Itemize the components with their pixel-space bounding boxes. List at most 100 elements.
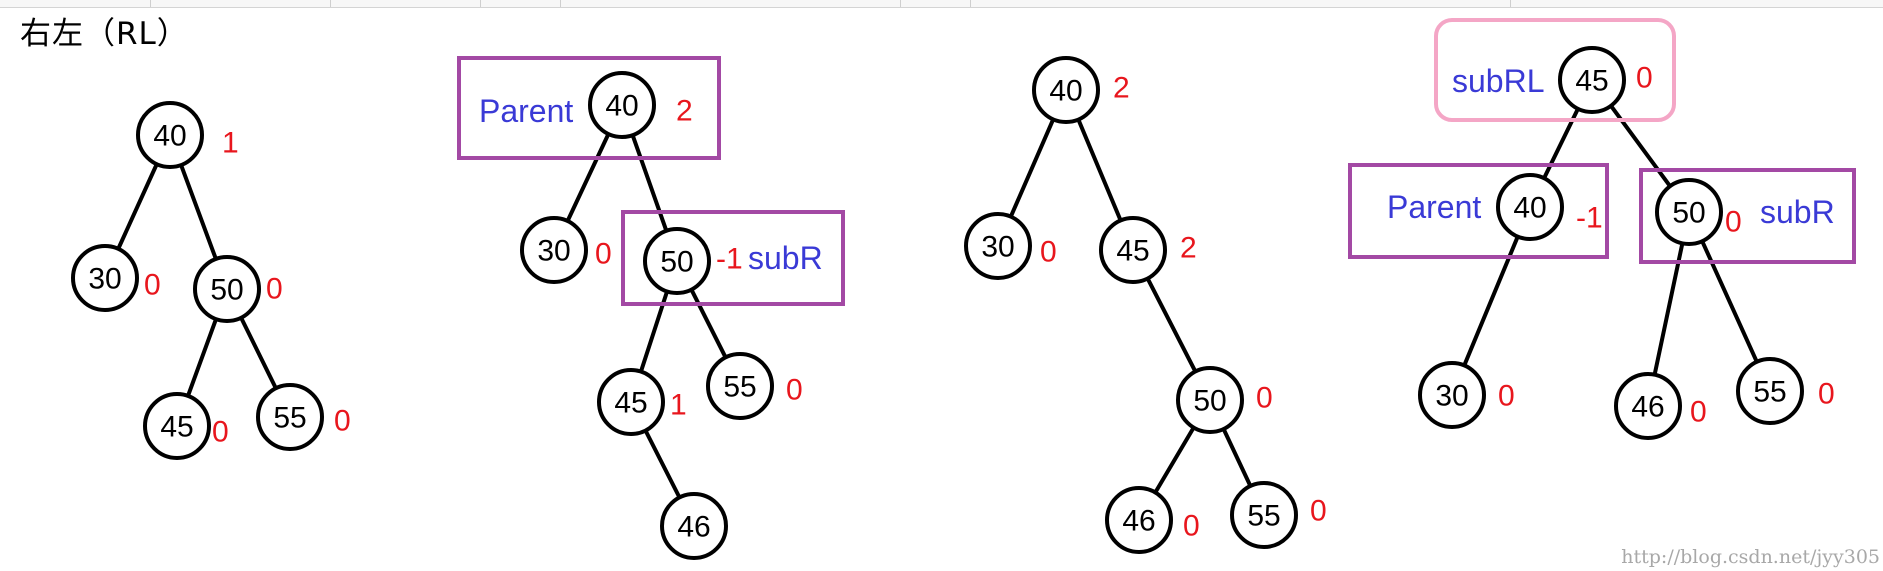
node-key: 55 [273, 402, 306, 435]
node-circle [1099, 216, 1167, 284]
tree-node: 55 0 [1230, 481, 1327, 549]
node-circle [71, 244, 139, 312]
tree-node: 50 0 [1176, 366, 1273, 434]
node-key: 46 [1122, 505, 1155, 538]
node-circle [1614, 372, 1682, 440]
balance-factor: 1 [670, 389, 687, 422]
tree-edge [565, 131, 611, 224]
node-circle [193, 255, 261, 323]
tree-node: 46 [660, 492, 728, 560]
highlight-box-subrl [1434, 18, 1676, 122]
tree-node: 30 0 [1418, 361, 1515, 429]
node-circle [1418, 361, 1486, 429]
node-circle [143, 392, 211, 460]
node-key: 30 [981, 231, 1014, 264]
node-key: 50 [210, 274, 243, 307]
toolbar-divider [900, 0, 901, 7]
tree-node: 50 0 [193, 255, 283, 323]
node-key: 30 [537, 235, 570, 268]
balance-factor: 0 [212, 416, 229, 449]
tree-edge [1076, 117, 1123, 223]
highlight-box-parent [457, 56, 721, 160]
balance-factor: 0 [1498, 380, 1515, 413]
node-key: 46 [677, 511, 710, 544]
highlight-box-subr [621, 210, 845, 306]
node-circle [964, 212, 1032, 280]
balance-factor: 0 [266, 273, 283, 306]
balance-factor: 0 [1310, 495, 1327, 528]
node-circle [1032, 56, 1100, 124]
tree-edge [689, 287, 728, 360]
box-label-subr: subR [748, 240, 823, 276]
node-circle [597, 368, 665, 436]
toolbar-divider [560, 0, 561, 7]
balance-factor: 0 [786, 374, 803, 407]
tree-edge [630, 133, 669, 233]
tree-edge [1008, 117, 1056, 219]
node-key: 50 [1672, 197, 1705, 230]
tree-node: 45 1 [597, 368, 687, 436]
tree-node: 40-1 [1496, 173, 1603, 241]
balance-factor: 0 [1818, 378, 1835, 411]
tree-node: 50 -1 [643, 227, 743, 295]
node-key: 45 [1116, 235, 1149, 268]
node-circle [643, 227, 711, 295]
balance-factor: -1 [716, 243, 743, 276]
node-key: 55 [723, 371, 756, 404]
node-circle [706, 352, 774, 420]
tree-edge [1700, 239, 1759, 364]
balance-factor: 2 [1113, 72, 1130, 105]
top-toolbar-strip [0, 0, 1883, 8]
tree-node: 45 0 [143, 392, 229, 460]
tree-node: 30 0 [520, 216, 612, 284]
node-key: 50 [1193, 385, 1226, 418]
balance-factor: 0 [595, 238, 612, 271]
tree-node: 55 0 [1736, 357, 1835, 425]
node-key: 45 [614, 387, 647, 420]
node-key: 55 [1753, 376, 1786, 409]
tree-edge [239, 315, 278, 391]
node-key: 50 [660, 246, 693, 279]
highlight-box-subr [1639, 168, 1856, 264]
tree-node: 45 2 [1099, 216, 1197, 284]
balance-factor: 0 [1256, 382, 1273, 415]
node-circle [1736, 357, 1804, 425]
tree-edge [179, 163, 218, 261]
node-key: 40 [605, 90, 638, 123]
node-key: 30 [1435, 380, 1468, 413]
balance-factor: 2 [1180, 232, 1197, 265]
node-key: 40 [153, 120, 186, 153]
node-circle [660, 492, 728, 560]
node-circle [1496, 173, 1564, 241]
node-circle [1230, 481, 1298, 549]
node-key: 55 [1247, 500, 1280, 533]
tree-edge [116, 162, 159, 251]
node-key: 40 [1049, 75, 1082, 108]
balance-factor: 0 [1636, 62, 1653, 95]
tree-node: 40 2 [1032, 56, 1130, 124]
watermark-url: http://blog.csdn.net/jyy305 [1621, 546, 1880, 568]
box-label-subrl: subRL [1452, 63, 1545, 99]
node-circle [136, 101, 204, 169]
balance-factor: 0 [334, 405, 351, 438]
node-key: 45 [160, 411, 193, 444]
toolbar-divider [480, 0, 481, 7]
tree-edge [643, 428, 682, 500]
toolbar-divider [1510, 0, 1511, 7]
toolbar-divider [970, 0, 971, 7]
tree-edge [185, 317, 219, 398]
